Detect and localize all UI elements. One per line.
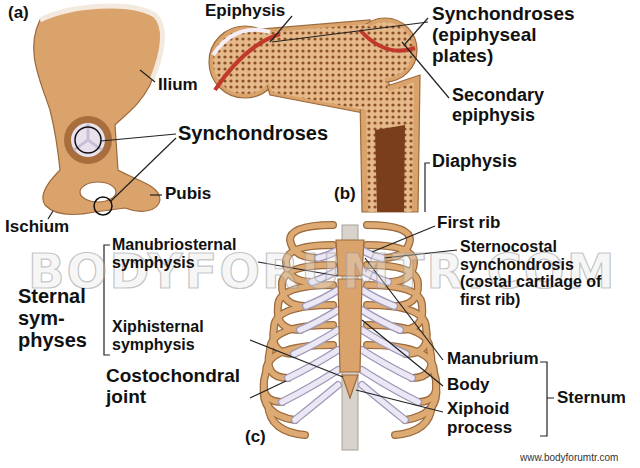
part-label: Body [447, 376, 490, 395]
part-label: Manubriosternal symphysis [112, 236, 262, 271]
part-label: Secondary epiphysis [452, 86, 582, 126]
part-label: Ischium [5, 218, 69, 237]
leader-lines [356, 390, 443, 412]
leader-lines [250, 381, 286, 398]
leader-lines [250, 340, 343, 377]
rib-cage [362, 310, 400, 330]
part-label: First rib [437, 214, 500, 233]
group-label: Sternum [557, 389, 626, 408]
hip-bone [34, 6, 163, 215]
leader-lines [101, 134, 176, 141]
part-label: Pubis [165, 185, 211, 204]
femur-section [213, 30, 270, 55]
femur-section [375, 125, 405, 212]
part-label: Synchondroses [178, 122, 328, 144]
hip-bone [64, 116, 112, 164]
panel-letter: (a) [8, 4, 29, 23]
hip-bone [71, 123, 105, 157]
panel-letter: (c) [245, 428, 266, 447]
hip-bone [74, 124, 102, 150]
part-label: Epiphysis [205, 2, 285, 21]
watermark: www.bodyforumtr.com [520, 452, 618, 463]
hip-bone [75, 127, 101, 153]
part-label: Synchondroses (epiphyseal plates) [432, 4, 582, 67]
leader-lines [540, 362, 554, 436]
part-label: Sternocostal synchondrosis (costal carti… [460, 238, 625, 308]
hip-bone [40, 6, 162, 80]
rib-cage [362, 310, 400, 330]
rib-cage [362, 370, 418, 402]
leader-lines [140, 70, 155, 82]
leader-lines [150, 194, 162, 195]
leader-lines [48, 16, 554, 436]
xiphoid [342, 375, 358, 398]
group-label: Sternal sym- physes [18, 285, 87, 351]
hip-bone [94, 197, 112, 215]
panel-letter: (b) [334, 185, 356, 204]
leader-lines [272, 22, 428, 42]
part-label: Manubrium [447, 350, 539, 369]
leader-lines [425, 163, 430, 212]
rib-cage [362, 385, 405, 420]
part-label: Diaphysis [432, 152, 517, 172]
part-label: Xiphoid process [447, 400, 537, 437]
part-label: Ilium [158, 76, 198, 95]
femur-section [209, 18, 420, 212]
hip-bone [34, 6, 163, 215]
leader-lines [362, 320, 443, 386]
part-label: Costochondral joint [106, 366, 251, 408]
femur-section [366, 82, 414, 212]
part-label: Xiphisternal symphysis [112, 318, 262, 353]
